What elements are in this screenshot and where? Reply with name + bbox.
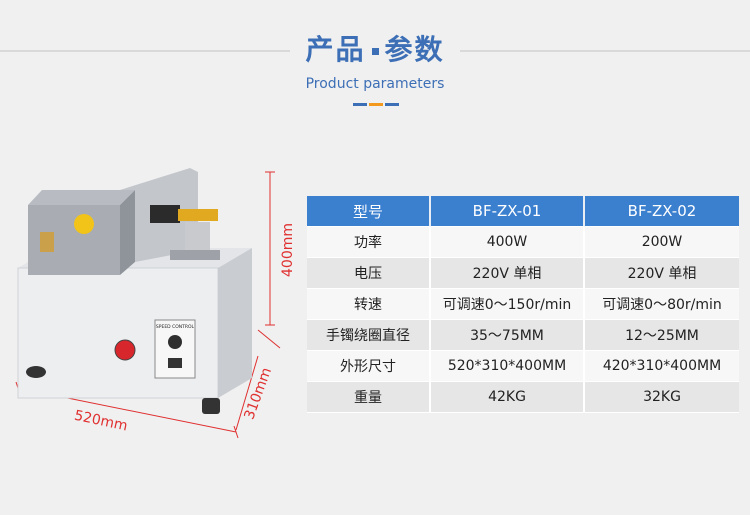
cell-value: 520*310*400MM [431,351,585,382]
dim-width-tick-right [233,425,239,439]
spindle [150,205,220,260]
spindle-bracket [185,222,210,252]
row-label: 手镯绕圈直径 [307,320,431,351]
chuck [150,205,180,223]
table-row-voltage: 电压 220V 单相 220V 单相 [307,258,739,289]
cell-value: 200W [585,227,739,258]
power-switch[interactable] [168,358,182,368]
dim-depth-line [257,329,281,349]
table-header-row: 型号 BF-ZX-01 BF-ZX-02 [307,196,739,227]
accent-bar-blue-2 [385,103,399,106]
accent-bar-orange [369,103,383,106]
table-row-speed: 转速 可调速0～150r/min 可调速0～80r/min [307,289,739,320]
cell-value: 32KG [585,382,739,413]
header-bf-zx-01: BF-ZX-01 [431,196,585,227]
machine-head [28,168,198,275]
header-bf-zx-02: BF-ZX-02 [585,196,739,227]
base-side [218,248,252,398]
speed-knob[interactable] [168,335,182,349]
cell-value: 可调速0～150r/min [431,289,585,320]
warning-icon [74,214,94,234]
cell-value: 35～75MM [431,320,585,351]
title-cn-left: 产品 [305,33,366,66]
emergency-stop-button[interactable] [114,339,136,361]
page-subtitle: Product parameters [305,76,445,92]
mandrel [178,209,218,221]
cell-value: 220V 单相 [431,258,585,289]
row-label: 功率 [307,227,431,258]
head-side [120,190,135,275]
title-dot [371,47,379,55]
table-row-weight: 重量 42KG 32KG [307,382,739,413]
header-model: 型号 [307,196,431,227]
divider-left [0,50,290,52]
parameter-table: 型号 BF-ZX-01 BF-ZX-02 功率 400W 200W 电压 220… [307,196,739,413]
row-label: 转速 [307,289,431,320]
table-row-power: 功率 400W 200W [307,227,739,258]
row-label: 电压 [307,258,431,289]
dim-depth-line-2 [235,355,259,431]
row-label: 外形尺寸 [307,351,431,382]
cell-value: 400W [431,227,585,258]
divider-right [460,50,750,52]
cell-value: 12～25MM [585,320,739,351]
cell-value: 220V 单相 [585,258,739,289]
cell-value: 可调速0～80r/min [585,289,739,320]
table-row-dimensions: 外形尺寸 520*310*400MM 420*310*400MM [307,351,739,382]
spindle-base [170,250,220,260]
table-row-diameter: 手镯绕圈直径 35～75MM 12～25MM [307,320,739,351]
section-header: 产品参数 Product parameters [0,0,750,120]
machine-illustration: 400mm 310mm 520mm SPEED CONTROL [15,168,296,439]
logo-icon [40,232,54,252]
title-accent-bars [353,103,399,106]
row-label: 重量 [307,382,431,413]
foot-right [202,398,220,414]
dim-height-label: 400mm [280,223,296,277]
page-title: 产品参数 [0,28,750,68]
accent-bar-blue-1 [353,103,367,106]
title-cn-right: 参数 [384,33,445,66]
cell-value: 420*310*400MM [585,351,739,382]
foot-left [26,366,46,378]
speed-control-label: SPEED CONTROL [156,324,195,330]
cell-value: 42KG [431,382,585,413]
head-top [28,190,135,205]
dim-width-label: 520mm [73,408,129,435]
